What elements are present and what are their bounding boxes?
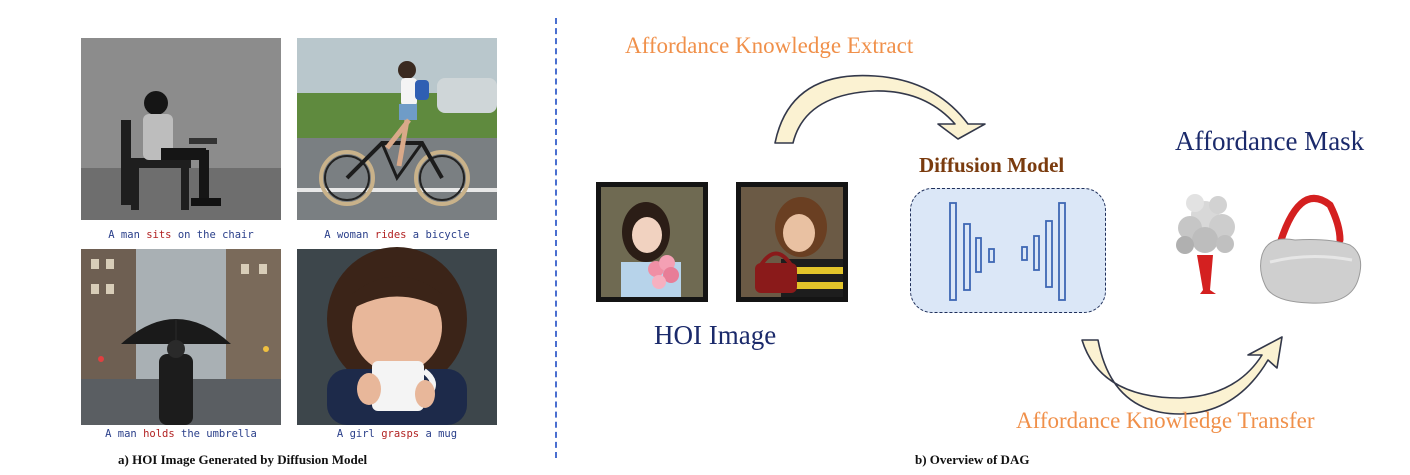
- caption-grasps: A girl grasps a mug: [277, 428, 517, 440]
- caption-verb: holds: [143, 428, 175, 440]
- photo-man-holds-umbrella: [81, 246, 281, 428]
- caption-verb: grasps: [381, 428, 420, 440]
- hoi-image-woman-handbag: [736, 182, 848, 302]
- caption-text: A man: [108, 229, 147, 241]
- unet-bar: [988, 248, 995, 263]
- affordance-mask-label: Affordance Mask: [1175, 126, 1365, 156]
- caption-text: A man: [105, 428, 144, 440]
- caption-text: on the chair: [171, 229, 254, 241]
- woman-cycling-illustration: [297, 38, 497, 220]
- caption-text: a mug: [419, 428, 458, 440]
- hoi-image-label: HOI Image: [654, 320, 777, 350]
- caption-verb: sits: [146, 229, 172, 241]
- unet-bar: [949, 202, 957, 301]
- unet-bars: [949, 202, 1066, 301]
- caption-holds: A man holds the umbrella: [61, 428, 301, 440]
- affordance-mask-handbag: [1260, 195, 1362, 304]
- extract-label: Affordance Knowledge Extract: [625, 33, 914, 58]
- girl-mug-illustration: [297, 247, 497, 425]
- girl-flowers-illustration: [601, 187, 703, 297]
- caption-verb: rides: [374, 229, 407, 241]
- man-sitting-illustration: [81, 38, 281, 220]
- man-umbrella-illustration: [81, 249, 281, 425]
- diffusion-model-box: [910, 188, 1106, 313]
- extract-arrow: [774, 74, 986, 144]
- transfer-arrow: [1081, 336, 1283, 415]
- photo-man-sits-chair: [81, 38, 281, 220]
- unet-bar: [1021, 246, 1028, 261]
- unet-bar: [1033, 235, 1040, 271]
- caption-sits: A man sits on the chair: [61, 229, 301, 241]
- affordance-mask-vase: [1176, 194, 1235, 294]
- woman-handbag-illustration: [741, 187, 843, 297]
- panel-divider: [555, 18, 557, 458]
- photo-woman-rides-bicycle: [297, 38, 497, 220]
- hoi-image-girl-flowers: [596, 182, 708, 302]
- unet-bar: [1058, 202, 1066, 301]
- unet-bar: [975, 237, 982, 273]
- panel-b-title: b) Overview of DAG: [915, 452, 1030, 467]
- caption-text: the umbrella: [174, 428, 257, 440]
- transfer-label: Affordance Knowledge Transfer: [1016, 408, 1315, 433]
- diffusion-model-label: Diffusion Model: [919, 153, 1065, 177]
- unet-bar: [963, 223, 971, 291]
- caption-text: A woman: [324, 229, 375, 241]
- panel-a: A man sits on the chair A woman rides a …: [0, 0, 560, 475]
- caption-rides: A woman rides a bicycle: [277, 229, 517, 241]
- panel-a-title: a) HOI Image Generated by Diffusion Mode…: [118, 452, 368, 467]
- unet-bar: [1045, 220, 1053, 288]
- caption-text: A girl: [336, 428, 382, 440]
- caption-text: a bicycle: [406, 229, 470, 241]
- photo-girl-grasps-mug: [297, 246, 497, 428]
